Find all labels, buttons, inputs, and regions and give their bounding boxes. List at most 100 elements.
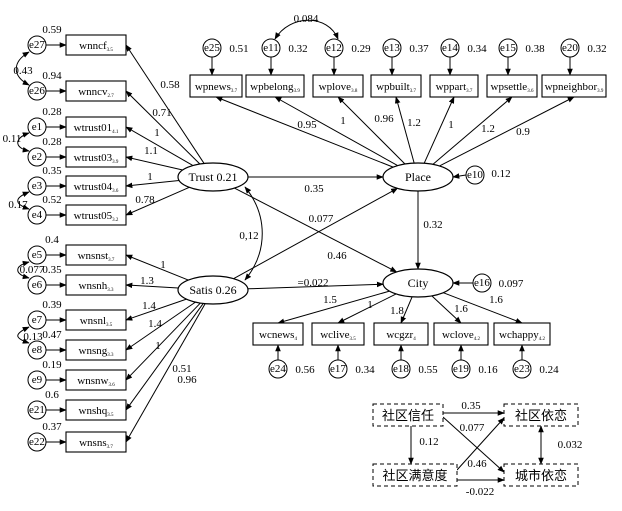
indicator-mean-subscript: 2.7 (108, 94, 115, 99)
error-term-label: e7 (32, 314, 43, 326)
indicator-label: wpneighbor3.9 (545, 81, 604, 94)
indicator-label: wpsettle3.6 (491, 81, 534, 94)
indicator-box (312, 74, 364, 98)
indicator-mean-subscript: 4.2 (474, 337, 481, 342)
indicator-box (433, 322, 489, 346)
city-latent (382, 268, 454, 298)
error-variance-label: 0.51 (229, 43, 248, 55)
indicator-mean-subscript: 3.7 (108, 258, 115, 263)
indicator-box (65, 175, 127, 197)
inset-satis-box (372, 463, 458, 487)
indicator-box (65, 116, 127, 138)
error-term-label: e27 (29, 39, 45, 51)
error-term (261, 38, 281, 58)
error-term-label: e19 (453, 363, 469, 375)
inset-coefficient: 0.032 (558, 439, 583, 451)
loading-path (125, 301, 196, 351)
error-term (451, 359, 471, 379)
indicator-box (65, 309, 127, 331)
indicator-box (65, 274, 127, 296)
loading-label: 1.6 (489, 294, 503, 306)
error-term (465, 165, 485, 185)
error-term (560, 38, 580, 58)
error-term (27, 400, 47, 420)
indicator-mean-subscript: 3.6 (527, 89, 534, 94)
inset-path (442, 416, 505, 473)
loading-path (125, 298, 187, 321)
structural-path (234, 187, 398, 273)
loading-path (423, 96, 455, 164)
error-variance-label: 0.59 (42, 24, 62, 36)
indicator-box (65, 369, 127, 391)
indicator-mean-subscript: 3.5 (350, 337, 357, 342)
place-latent-label: Place (405, 170, 431, 184)
indicator-label: wnsns3.7 (79, 437, 113, 450)
indicator-mean-subscript: 3.6 (112, 189, 119, 194)
indicator-mean-subscript: 4.1 (112, 130, 119, 135)
inset-coefficient: -0.022 (466, 486, 494, 498)
indicator-box (65, 204, 127, 226)
error-term (328, 359, 348, 379)
error-term-label: e8 (32, 344, 43, 356)
loading-path (432, 96, 513, 165)
indicator-label: wclive3.5 (320, 329, 356, 342)
indicator-mean-subscript: 3.5 (107, 413, 114, 418)
loading-path (337, 96, 406, 165)
error-term (27, 432, 47, 452)
indicator-box (65, 146, 127, 168)
indicator-mean-subscript: 3.9 (294, 89, 301, 94)
indicator-box (252, 322, 304, 346)
indicator-label: wtrust033.9 (74, 152, 119, 165)
indicator-box (373, 322, 429, 346)
loading-label: 1.2 (481, 123, 495, 135)
error-term-label: e12 (326, 42, 342, 54)
error-path (452, 173, 467, 179)
indicator-label: wpbelong3.9 (250, 81, 300, 94)
indicator-box (65, 34, 127, 56)
indicator-mean-subscript: 3.7 (410, 89, 417, 94)
error-variance-label: 0.94 (42, 70, 62, 82)
indicator-label: wplove3.8 (319, 81, 358, 94)
indicator-mean-subscript: 3.7 (466, 89, 473, 94)
loading-path (125, 126, 194, 166)
indicator-mean-subscript: 3.6 (108, 383, 115, 388)
inset-place-box (503, 403, 579, 427)
covariance-label: 0.11 (3, 133, 22, 145)
indicator-mean-subscript: 4 (294, 337, 297, 342)
covariance-arc (17, 132, 30, 153)
error-variance-label: 0.39 (42, 299, 62, 311)
error-term-label: e15 (500, 42, 516, 54)
loading-label: 0.78 (135, 194, 155, 206)
inset-trust-label: 社区信任 (382, 408, 434, 424)
covariance-arc (244, 186, 263, 281)
trust-latent-label: Trust 0.21 (189, 170, 238, 184)
indicator-mean-subscript: 3.9 (112, 160, 119, 165)
error-term-label: e11 (263, 42, 278, 54)
error-term-label: e23 (514, 363, 530, 375)
indicator-mean-subscript: 3.2 (112, 218, 119, 223)
covariance-label: 0.13 (23, 331, 43, 343)
error-term-label: e24 (270, 363, 286, 375)
error-term-label: e9 (32, 374, 43, 386)
error-term (27, 176, 47, 196)
error-term (324, 38, 344, 58)
error-term (472, 273, 492, 293)
indicator-box (311, 322, 365, 346)
error-term (391, 359, 411, 379)
error-term-label: e6 (32, 279, 43, 291)
error-variance-label: 0.32 (587, 43, 606, 55)
error-variance-label: 0.12 (491, 168, 510, 180)
loading-path (431, 295, 462, 324)
covariance-arc (17, 260, 30, 280)
error-term-label: e16 (474, 277, 490, 289)
indicator-mean-subscript: 3.5 (106, 323, 113, 328)
error-term-label: e10 (467, 169, 483, 181)
error-term-label: e13 (384, 42, 400, 54)
indicator-label: wnsnl3.5 (80, 315, 113, 328)
loading-path (125, 303, 204, 411)
indicator-mean-subscript: 3.9 (597, 89, 604, 94)
loading-path (125, 254, 189, 281)
loading-label: 1.8 (390, 305, 404, 317)
